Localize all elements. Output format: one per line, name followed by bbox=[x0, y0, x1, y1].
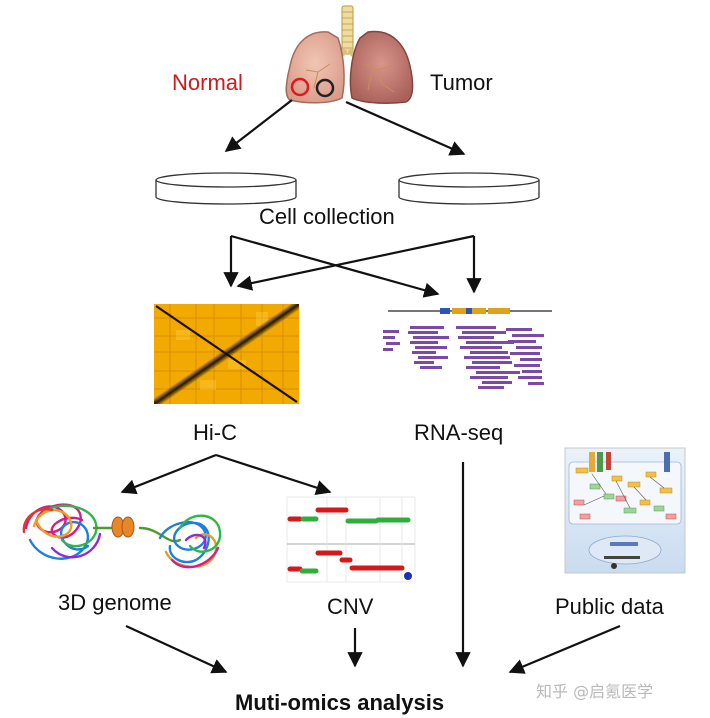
petri-dish-normal bbox=[155, 172, 297, 205]
tumor-label: Tumor bbox=[430, 70, 493, 95]
multi-omics-analysis-label: Muti-omics analysis bbox=[235, 690, 445, 715]
hic-heatmap bbox=[154, 304, 299, 404]
petri-dish-tumor bbox=[398, 172, 540, 205]
normal-label: Normal bbox=[172, 70, 243, 95]
public-data-pathway-figure bbox=[564, 447, 686, 574]
rnaseq-reads bbox=[383, 308, 552, 389]
workflow-arrows bbox=[120, 99, 621, 674]
public-data-label: Public data bbox=[555, 594, 664, 619]
cnv-label: CNV bbox=[327, 594, 374, 619]
cnv-plot bbox=[286, 496, 416, 583]
3d-genome-label: 3D genome bbox=[58, 590, 172, 615]
3d-genome-illustration bbox=[22, 503, 222, 569]
hic-label: Hi-C bbox=[193, 420, 237, 445]
lung-illustration bbox=[285, 5, 414, 104]
watermark: 知乎 @启氪医学 bbox=[536, 682, 654, 701]
rnaseq-label: RNA-seq bbox=[414, 420, 504, 445]
cell-collection-label: Cell collection bbox=[259, 204, 395, 229]
